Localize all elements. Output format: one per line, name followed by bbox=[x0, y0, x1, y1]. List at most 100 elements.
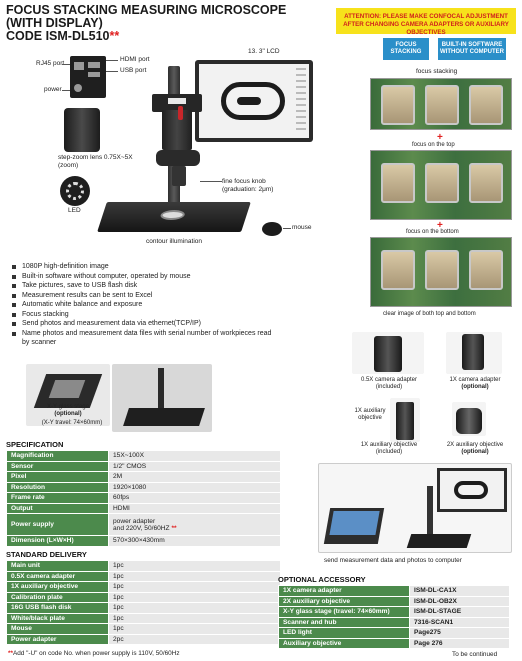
zoom-lens-body-image bbox=[162, 110, 192, 150]
focus-panel-title: focus stacking bbox=[416, 68, 458, 75]
delivery-key: Mouse bbox=[6, 623, 109, 635]
delivery-key: White/black plate bbox=[6, 612, 109, 624]
delivery-key: Main unit bbox=[6, 560, 109, 572]
adapter-05x-caption: 0.5X camera adapter (included) bbox=[346, 377, 432, 391]
led-label: LED bbox=[68, 207, 81, 214]
spec-key: Resolution bbox=[6, 481, 109, 493]
plus-icon-2: + bbox=[437, 220, 443, 231]
delivery-key: 16G USB flash disk bbox=[6, 602, 109, 614]
contour-label: contour illumination bbox=[146, 238, 203, 245]
xy-stage-photo bbox=[26, 364, 110, 426]
delivery-key: Power adapter bbox=[6, 633, 109, 645]
mouse-label: mouse bbox=[292, 224, 312, 231]
objective-image bbox=[172, 166, 186, 186]
stage-travel: (X-Y travel: 74×60mm) bbox=[41, 420, 103, 426]
adapter-1x-name: 1X camera adapter bbox=[449, 377, 501, 383]
spec-key: Pixel bbox=[6, 471, 109, 483]
power-label: power bbox=[44, 86, 62, 93]
adapter-05x-photo bbox=[352, 332, 424, 374]
feature-list: 1080P high-definition image Built-in sof… bbox=[12, 262, 312, 348]
product-code: CODE ISM-DL510 bbox=[6, 29, 110, 43]
lcd-monitor-image bbox=[195, 60, 313, 142]
spec-key: Output bbox=[6, 502, 109, 514]
delivery-value: 1pc bbox=[108, 612, 281, 624]
rj45-label: RJ45 port bbox=[36, 60, 65, 67]
delivery-value: 2pc bbox=[108, 633, 281, 645]
focus-bottom-photo bbox=[370, 237, 512, 307]
led-ring-image bbox=[60, 176, 90, 206]
lcd-label: 13. 3" LCD bbox=[248, 48, 280, 55]
stage-optional: (optional) bbox=[54, 411, 82, 417]
adapter-05x-name: 0.5X camera adapter bbox=[360, 377, 418, 383]
footer-note-text: Add "-U" on code No. when power supply i… bbox=[12, 650, 180, 657]
fine-focus-knob-image bbox=[156, 150, 200, 166]
step-zoom-lens-image bbox=[64, 108, 100, 152]
list-item: Take pictures, save to USB flash disk bbox=[12, 281, 312, 291]
adapter-1x-photo bbox=[446, 332, 502, 374]
focus-stacking-badge: FOCUS STACKING bbox=[383, 38, 429, 60]
accessory-key: 1X camera adapter bbox=[278, 585, 410, 597]
hdmi-label: HDMI port bbox=[120, 56, 150, 63]
power-value-2-text: and 220V, 50/60HZ bbox=[113, 524, 170, 532]
delivery-value: 1pc bbox=[108, 623, 281, 635]
accessory-value: ISM-DL-STAGE bbox=[409, 606, 510, 618]
stage-caption: X-Y glass stage (optional) bbox=[28, 404, 108, 418]
stage-name: X-Y glass stage bbox=[47, 404, 89, 410]
page-title: FOCUS STACKING MEASURING MICROSCOPE (WIT… bbox=[6, 4, 336, 43]
computer-caption: send measurement data and photos to comp… bbox=[324, 557, 462, 564]
list-item: Name photos and measurement data files w… bbox=[12, 329, 272, 348]
zoom-label: step-zoom lens 0.75X~5X (zoom) bbox=[58, 154, 133, 169]
accessory-key: X-Y glass stage (travel: 74×60mm) bbox=[278, 606, 410, 618]
attention-banner: ATTENTION: PLEASE MAKE CONFOCAL ADJUSTME… bbox=[336, 8, 516, 36]
adapter-1x-caption: 1X camera adapter (optional) bbox=[432, 377, 518, 391]
title-mark: ** bbox=[109, 29, 120, 43]
spec-value: 60fps bbox=[108, 492, 281, 504]
table-row: X-Y glass stage (travel: 74×60mm)ISM-DL-… bbox=[278, 606, 510, 618]
delivery-key: Calibration plate bbox=[6, 591, 109, 603]
spec-key: Frame rate bbox=[6, 492, 109, 504]
spec-key: Sensor bbox=[6, 460, 109, 472]
delivery-key: 0.5X camera adapter bbox=[6, 570, 109, 582]
objective-2x-note: (optional) bbox=[461, 449, 489, 455]
list-item: Automatic white balance and exposure bbox=[12, 300, 312, 310]
built-in-software-badge: BUILT-IN SOFTWARE WITHOUT COMPUTER bbox=[438, 38, 506, 60]
plus-icon: + bbox=[437, 132, 443, 143]
accessory-key: Scanner and hub bbox=[278, 616, 410, 628]
power-value-2: and 220V, 50/60HZ ** bbox=[113, 525, 276, 532]
accessory-value: Page 276 bbox=[409, 637, 510, 649]
table-row: Dimension (L×W×H)570×300×430mm bbox=[6, 535, 281, 547]
connector-box-image bbox=[70, 56, 106, 98]
delivery-value: 1pc bbox=[108, 602, 281, 614]
computer-setup-photo bbox=[318, 463, 512, 553]
camera-head-image bbox=[152, 94, 202, 112]
spec-value: 1/2" CMOS bbox=[108, 460, 281, 472]
fine-focus-label: fine focus knob (graduation: 2μm) bbox=[222, 178, 274, 193]
spec-value: 15X~100X bbox=[108, 450, 281, 462]
spec-key: Magnification bbox=[6, 450, 109, 462]
objective-1x-photo bbox=[390, 398, 420, 442]
power-mark: ** bbox=[171, 524, 177, 532]
accessory-value: Page275 bbox=[409, 627, 510, 639]
objective-2x-caption: 2X auxiliary objective (optional) bbox=[430, 442, 520, 456]
base-plate-image bbox=[97, 202, 251, 232]
spec-value: 1920×1080 bbox=[108, 481, 281, 493]
objective-2x-name: 2X auxiliary objective bbox=[446, 442, 504, 448]
accessory-key: Auxiliary objective bbox=[278, 637, 410, 649]
objective-1x-caption: 1X auxiliary objective (included) bbox=[344, 442, 434, 456]
